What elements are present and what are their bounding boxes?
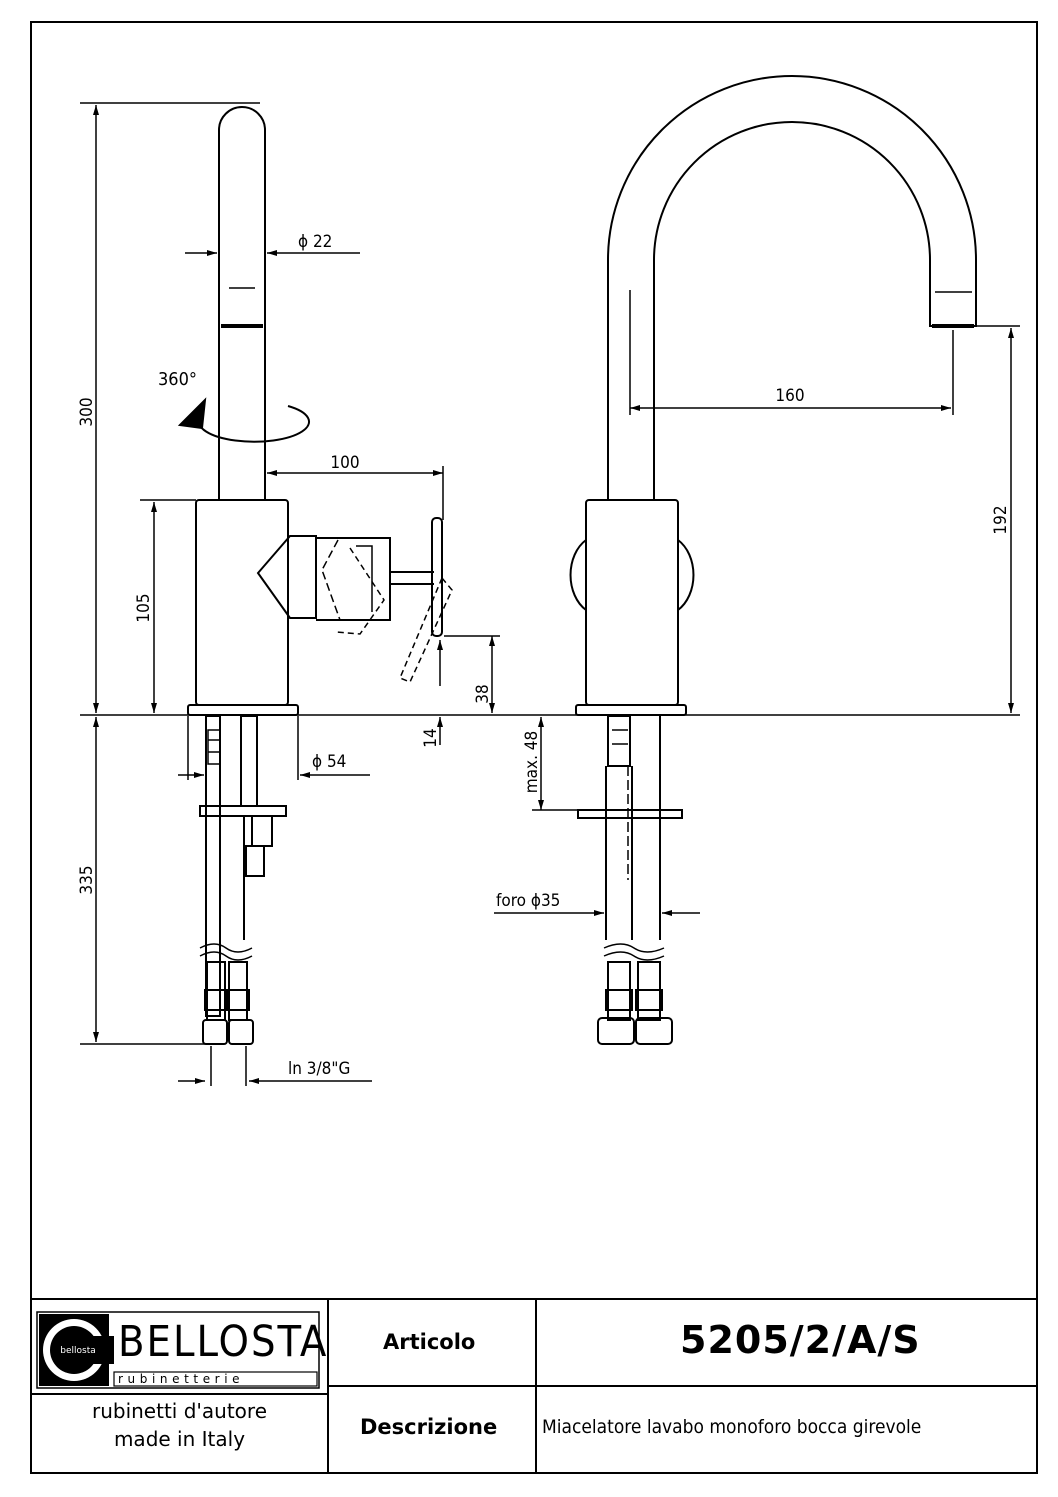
brand-name: BELLOSTA [118,1317,329,1367]
mixer-body [195,499,289,706]
tagline-line-2: made in Italy [113,1427,246,1451]
description-label: Descrizione [360,1415,498,1439]
handle-cone [256,535,317,619]
front-body [585,499,679,706]
lever-disk [431,517,443,637]
dim-100: 100 [330,453,359,473]
dim-360: 360° [158,369,197,390]
dim-phi54: ϕ 54 [312,752,346,772]
dim-300: 300 [77,397,97,426]
drawing-frame [30,21,1038,1474]
dim-foro35: foro ϕ35 [496,891,560,911]
tagline-line-1: rubinetti d'autore [91,1399,268,1423]
dimension-lines [93,105,1014,1086]
base-plate [187,704,299,716]
dim-connector: ln 3/8"G [288,1059,350,1079]
article-label: Articolo [383,1330,476,1354]
gooseneck-spout [607,75,977,500]
dim-38: 38 [473,684,493,703]
reference-lines [80,102,1020,1045]
logo-lettering: bellosta [60,1346,96,1356]
dim-160: 160 [775,386,804,406]
article-code: 5205/2/A/S [680,1318,921,1362]
dim-phi22: ϕ 22 [298,232,332,252]
bellosta-logo: bellosta [43,1319,114,1381]
dim-max48: max. 48 [522,731,542,794]
description-text: Miacelatore lavabo monoforo bocca girevo… [542,1416,922,1438]
dim-192: 192 [991,505,1011,534]
dim-14: 14 [421,728,441,747]
side-view [187,106,453,1045]
rotation-arrow-icon [177,397,311,443]
dim-335: 335 [77,865,97,894]
brand-subtitle: rubinetterie [118,1372,245,1386]
front-view [569,75,977,1045]
hose-nut [202,1019,228,1045]
dim-105: 105 [134,593,154,622]
spout-tube [218,106,266,500]
